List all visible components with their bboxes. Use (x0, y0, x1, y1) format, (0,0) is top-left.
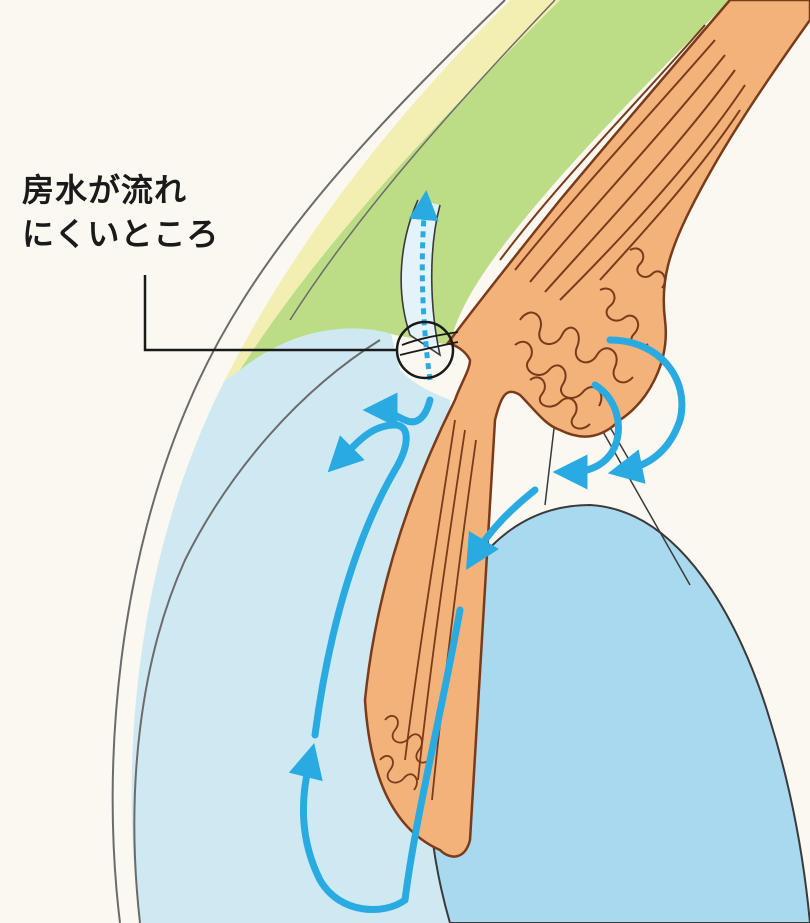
callout-line-1: 房水が流れ (22, 168, 219, 212)
callout-label: 房水が流れ にくいところ (22, 168, 219, 256)
callout-line-2: にくいところ (22, 212, 219, 256)
